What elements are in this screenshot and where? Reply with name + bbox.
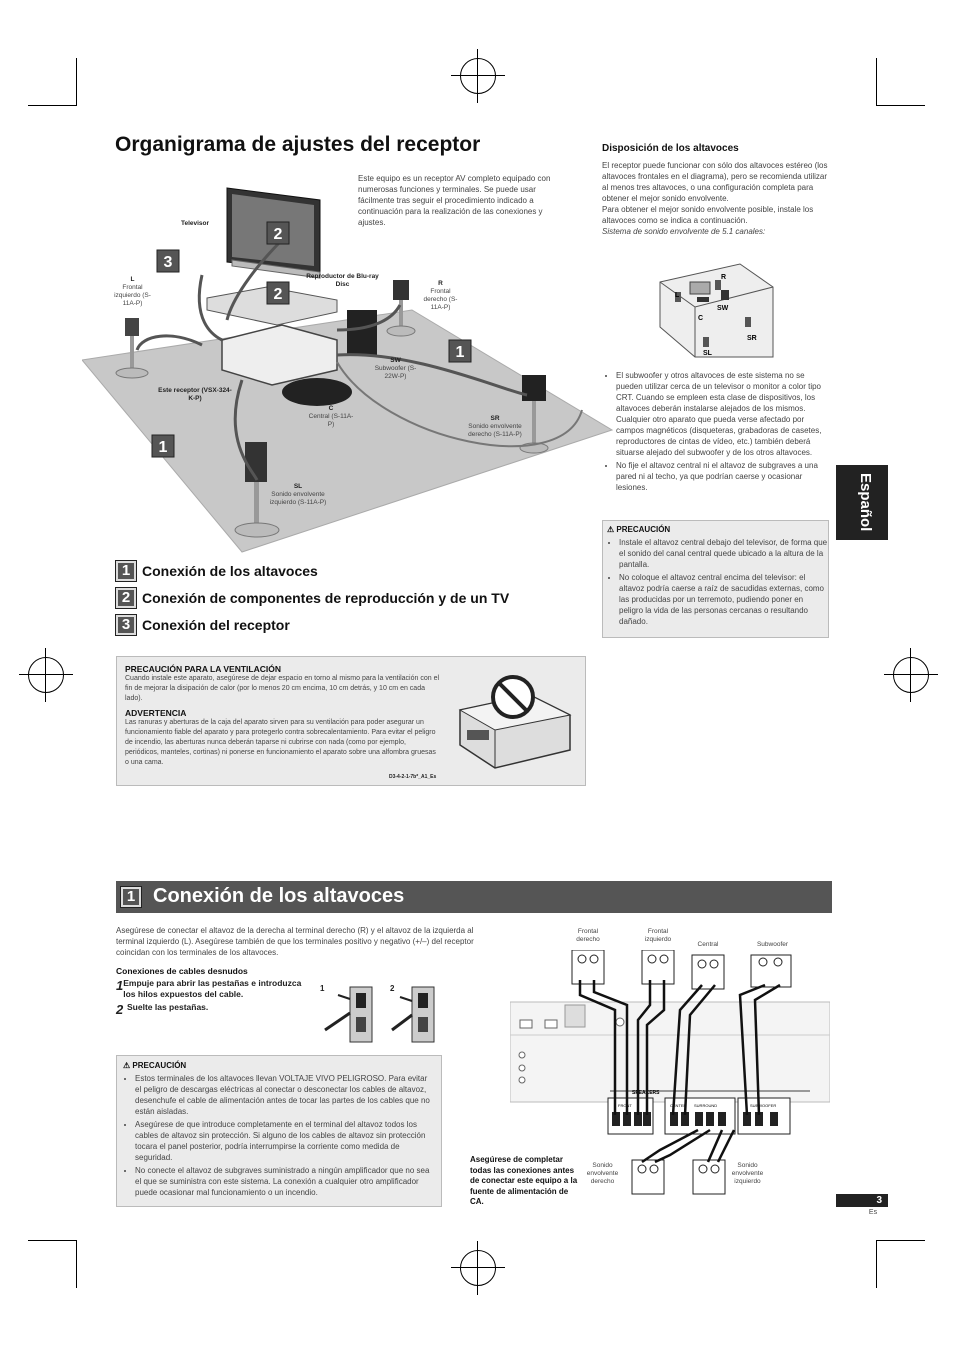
speaker-layout-caption: Sistema de sonido envolvente de 5.1 cana… bbox=[602, 227, 766, 236]
badge-1-right: 1 bbox=[456, 344, 465, 361]
badge-2-mid: 2 bbox=[274, 286, 283, 303]
doc-code: D3-4-2-1-7b*_A1_Es bbox=[389, 774, 437, 780]
page-lang: Es bbox=[868, 1209, 878, 1216]
caution1-bullet-1: Instale el altavoz central debajo del te… bbox=[619, 537, 828, 570]
label-SR-code: SR bbox=[490, 415, 500, 422]
caution2-bullet-2: Asegúrese de que introduce completamente… bbox=[135, 1119, 435, 1163]
warning-heading: ADVERTENCIA bbox=[125, 708, 187, 718]
panel-surround: SURROUND bbox=[694, 1103, 717, 1108]
warning-text: Las ranuras y aberturas de la caja del a… bbox=[125, 719, 436, 766]
label-L-code: L bbox=[130, 276, 135, 283]
language-tab: Español bbox=[836, 465, 888, 540]
room-R: R bbox=[721, 274, 726, 281]
intro-text: Este equipo es un receptor AV completo e… bbox=[358, 174, 551, 227]
wiring-note: Asegúrese de completar todas las conexio… bbox=[470, 1155, 578, 1206]
panel-front: FRONT bbox=[618, 1103, 632, 1108]
speaker-bullet-1: El subwoofer y otros altavoces de este s… bbox=[616, 370, 832, 458]
caution-box-2: ⚠ PRECAUCIÓN Estos terminales de los alt… bbox=[116, 1055, 442, 1207]
warning-icon: ⚠ bbox=[607, 525, 615, 534]
label-C-desc: Central (S-11A-P) bbox=[308, 413, 354, 428]
badge-2-top: 2 bbox=[274, 226, 283, 243]
ventilation-heading: PRECAUCIÓN PARA LA VENTILACIÓN bbox=[125, 664, 281, 674]
label-SR-desc: Sonido envolvente derecho (S-11A-P) bbox=[468, 423, 522, 438]
bare-step-2-text: Suelte las pestañas. bbox=[127, 1002, 209, 1012]
registration-mark-top bbox=[451, 49, 505, 103]
label-R-desc: Frontal derecho (S-11A-P) bbox=[423, 288, 458, 311]
label-front-left: Frontal izquierdo bbox=[644, 928, 672, 943]
label-tv: Televisor bbox=[180, 220, 210, 227]
label-bluray: Reproductor de Blu-ray Disc bbox=[306, 273, 379, 288]
panel-center: CENTER bbox=[670, 1103, 687, 1108]
label-C-code: C bbox=[328, 405, 334, 412]
label-surround-right: Sonido envolvente derecho bbox=[586, 1162, 619, 1185]
bare-step-1-text: Empuje para abrir las pestañas e introdu… bbox=[123, 978, 302, 999]
setup-diagram: 2 2 3 1 1 bbox=[82, 187, 614, 553]
room-diagram: L R SW C SL SR bbox=[659, 263, 774, 358]
section-title: Conexión de los altavoces bbox=[153, 885, 405, 907]
registration-mark-bottom bbox=[451, 1241, 505, 1295]
room-SW: SW bbox=[717, 305, 729, 312]
speaker-layout-p1: El receptor puede funcionar con sólo dos… bbox=[602, 161, 828, 203]
speaker-layout-heading: Disposición de los altavoces bbox=[602, 143, 739, 154]
warning-icon: ⚠ bbox=[123, 1061, 131, 1070]
caution2-bullet-3: No conecte el altavoz de subgraves sumin… bbox=[135, 1165, 435, 1198]
bare-step-2-num: 2 bbox=[116, 1002, 124, 1017]
wiring-diagram: SPEAKERS FRONT CENTER SURROUND SUBWOOFER bbox=[510, 950, 830, 1195]
bare-wire-heading: Conexiones de cables desnudos bbox=[116, 966, 248, 976]
room-SL: SL bbox=[703, 350, 713, 357]
no-cover-illustration bbox=[458, 675, 572, 769]
label-SL-code: SL bbox=[293, 483, 303, 490]
label-R-code: R bbox=[438, 280, 443, 287]
caution1-bullet-2: No coloque el altavoz central encima del… bbox=[619, 572, 828, 627]
speaker-bullet-2: No fije el altavoz central ni el altavoz… bbox=[616, 460, 832, 493]
label-SL-desc: Sonido envolvente izquierdo (S-11A-P) bbox=[269, 491, 327, 506]
badge-1-left: 1 bbox=[159, 439, 168, 456]
label-center: Central bbox=[697, 941, 719, 948]
registration-mark-right bbox=[884, 648, 938, 702]
room-SR: SR bbox=[747, 335, 757, 342]
caution2-bullet-1: Estos terminales de los altavoces llevan… bbox=[135, 1073, 435, 1117]
label-surround-left: Sonido envolvente izquierdo bbox=[731, 1162, 764, 1185]
label-front-right: Frontal derecho bbox=[576, 928, 600, 943]
label-subwoofer: Subwoofer bbox=[756, 941, 789, 948]
registration-mark-left bbox=[19, 648, 73, 702]
room-L: L bbox=[675, 292, 680, 299]
label-SW-desc: Subwoofer (S-22W-P) bbox=[374, 365, 417, 380]
label-receiver: Este receptor (VSX-324-K-P) bbox=[158, 387, 232, 402]
bare-step-1-num: 1 bbox=[116, 978, 124, 993]
fig-num-1: 1 bbox=[320, 984, 325, 993]
section-intro: Asegúrese de conectar el altavoz de la d… bbox=[116, 926, 474, 957]
page-title: Organigrama de ajustes del receptor bbox=[115, 133, 481, 156]
fig-num-2: 2 bbox=[390, 984, 395, 993]
panel-subwoofer: SUBWOOFER bbox=[750, 1103, 776, 1108]
label-L-desc: Frontal izquierdo (S-11A-P) bbox=[114, 284, 151, 307]
section-number: 1 bbox=[120, 886, 142, 908]
section-header: 1 Conexión de los altavoces bbox=[116, 881, 832, 913]
caution-box-1: ⚠ PRECAUCIÓN Instale el altavoz central … bbox=[602, 520, 829, 638]
ventilation-text: Cuando instale este aparato, asegúrese d… bbox=[125, 675, 440, 702]
speaker-layout-p2: Para obtener el mejor sonido envolvente … bbox=[602, 205, 814, 225]
room-C: C bbox=[698, 315, 703, 322]
badge-3: 3 bbox=[164, 254, 173, 271]
bare-wire-figure bbox=[324, 986, 435, 1043]
page-number: 3 bbox=[836, 1194, 888, 1207]
label-SW-code: SW bbox=[390, 357, 401, 364]
